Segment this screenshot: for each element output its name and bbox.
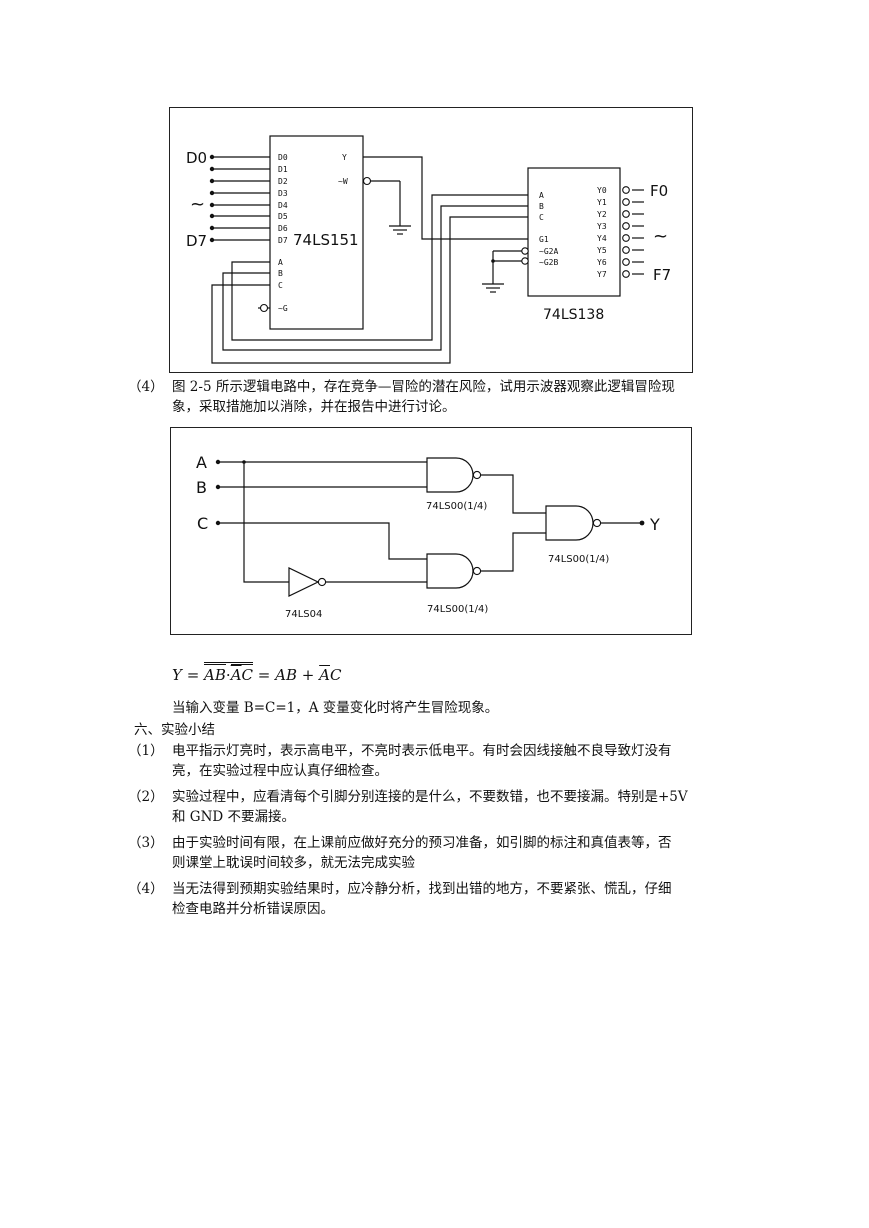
mux-pin-w: ~W <box>338 177 348 186</box>
dec-pin-g2a: ~G2A <box>539 247 558 256</box>
label-f7: F7 <box>653 266 671 284</box>
inverter-label: 74LS04 <box>285 609 322 620</box>
summary-item-1: （1） 电平指示灯亮时，表示高电平，不亮时表示低电平。有时会因线接触不良导致灯没有… <box>128 741 768 781</box>
item-number: （4） <box>128 881 164 897</box>
input-label-b: B <box>196 478 207 497</box>
item-line-2: 和 GND 不要漏接。 <box>172 809 296 825</box>
section-title-text: 六、实验小结 <box>134 722 215 738</box>
item-line-1: 实验过程中，应看清每个引脚分别连接的是什么，不要数错，也不要接漏。特别是+5V <box>172 789 688 805</box>
chip-74ls151 <box>269 135 364 330</box>
mux-chip-name: 74LS151 <box>293 231 359 249</box>
hazard-formula: Y = AB·AC = AB + AC <box>172 662 341 684</box>
item-line-2: 则课堂上耽误时间较多，就无法完成实验 <box>172 855 415 871</box>
circuit-diagram-mux-decoder: D0 D1 D2 D3 D4 D5 D6 D7 A B C ~G Y ~W A … <box>169 107 693 373</box>
section-title: 六、实验小结 <box>134 720 215 740</box>
paragraph-line-2: 象，采取措施加以消除，并在报告中进行讨论。 <box>172 399 456 415</box>
dec-pin-y2: Y2 <box>597 210 607 219</box>
formula-lhs: Y <box>172 666 182 684</box>
dec-pin-y1: Y1 <box>597 198 607 207</box>
item-line-1: 电平指示灯亮时，表示高电平，不亮时表示低电平。有时会因线接触不良导致灯没有 <box>172 743 672 759</box>
mux-pin-d6: D6 <box>278 224 288 233</box>
dec-pin-a: A <box>539 191 544 200</box>
item-line-2: 检查电路并分析错误原因。 <box>172 901 334 917</box>
mux-pin-d2: D2 <box>278 177 288 186</box>
mux-pin-d1: D1 <box>278 165 288 174</box>
nand-gate-output <box>545 505 594 541</box>
mux-pin-b: B <box>278 269 283 278</box>
hazard-note-text: 当输入变量 B=C=1，A 变量变化时将产生冒险现象。 <box>172 700 499 716</box>
circuit-diagram-nand-hazard: A B C Y 74LS00(1/4) 74LS00(1/4) 74LS00(1… <box>170 427 692 635</box>
label-tilde-right: ~ <box>653 226 668 247</box>
output-label-y: Y <box>649 515 660 534</box>
summary-item-4: （4） 当无法得到预期实验结果时，应冷静分析，找到出错的地方，不要紧张、慌乱，仔细… <box>128 879 768 919</box>
item-line-1: 由于实验时间有限，在上课前应做好充分的预习准备，如引脚的标注和真值表等，否 <box>172 835 672 851</box>
label-d7: D7 <box>186 232 207 250</box>
mux-pin-enable: ~G <box>278 304 288 313</box>
paragraph-number: （4） <box>128 379 164 395</box>
item-line-2: 亮，在实验过程中应认真仔细检查。 <box>172 763 388 779</box>
label-d0: D0 <box>186 149 207 167</box>
item-number: （1） <box>128 743 164 759</box>
item-line-1: 当无法得到预期实验结果时，应冷静分析，找到出错的地方，不要紧张、慌乱，仔细 <box>172 881 672 897</box>
formula-a-bar: A <box>230 666 242 684</box>
formula-term-ab-bar: AB <box>204 664 226 684</box>
formula-double-bar: AB·AC <box>204 662 254 684</box>
gate-label-bottom: 74LS00(1/4) <box>427 604 488 615</box>
chip-74ls138 <box>527 167 621 297</box>
dec-pin-y0: Y0 <box>597 186 607 195</box>
dec-pin-b: B <box>539 202 544 211</box>
mux-pin-d0: D0 <box>278 153 288 162</box>
nand-hazard-schematic: A B C Y 74LS00(1/4) 74LS00(1/4) 74LS00(1… <box>196 453 660 620</box>
mux-pin-c: C <box>278 281 283 290</box>
formula-plus: + <box>301 666 315 684</box>
item-number: （2） <box>128 789 164 805</box>
input-label-c: C <box>197 514 208 533</box>
formula-c-2: C <box>330 666 342 684</box>
gate-label-output: 74LS00(1/4) <box>548 554 609 565</box>
formula-term-ab: AB <box>275 666 298 684</box>
item-number: （3） <box>128 835 164 851</box>
mux-decoder-schematic: D0 D1 D2 D3 D4 D5 D6 D7 A B C ~G Y ~W A … <box>186 135 671 364</box>
formula-a-not: A <box>319 666 330 684</box>
mux-pin-d4: D4 <box>278 201 288 210</box>
paragraph-line-1: 图 2-5 所示逻辑电路中，存在竞争—冒险的潜在风险，试用示波器观察此逻辑冒险现 <box>172 379 675 395</box>
dec-pin-y4: Y4 <box>597 234 607 243</box>
summary-item-2: （2） 实验过程中，应看清每个引脚分别连接的是什么，不要数错，也不要接漏。特别是+… <box>128 787 768 827</box>
inverter-74ls04 <box>288 567 320 597</box>
mux-pin-y: Y <box>342 153 347 162</box>
label-tilde-left: ~ <box>190 194 205 215</box>
dec-pin-y6: Y6 <box>597 258 607 267</box>
formula-eq: = <box>186 666 200 684</box>
mux-pin-d5: D5 <box>278 212 288 221</box>
summary-item-3: （3） 由于实验时间有限，在上课前应做好充分的预习准备，如引脚的标注和真值表等，否… <box>128 833 768 873</box>
gate-label-top: 74LS00(1/4) <box>426 501 487 512</box>
dec-pin-c: C <box>539 213 544 222</box>
formula-term-ac-bar: AC <box>230 664 254 684</box>
label-f0: F0 <box>650 182 668 200</box>
dec-pin-y5: Y5 <box>597 246 607 255</box>
dec-pin-g2b: ~G2B <box>539 258 558 267</box>
dec-pin-g1: G1 <box>539 235 549 244</box>
formula-dot: · <box>225 666 231 684</box>
mux-pin-d3: D3 <box>278 189 288 198</box>
dec-pin-y7: Y7 <box>597 270 607 279</box>
mux-pin-d7: D7 <box>278 236 288 245</box>
formula-eq-2: = <box>257 666 271 684</box>
paragraph-4-intro: （4） 图 2-5 所示逻辑电路中，存在竞争—冒险的潜在风险，试用示波器观察此逻辑… <box>128 377 768 417</box>
decoder-chip-name: 74LS138 <box>543 307 604 323</box>
hazard-note: 当输入变量 B=C=1，A 变量变化时将产生冒险现象。 <box>172 698 498 718</box>
nand-gate-bottom <box>426 553 474 589</box>
mux-pin-a: A <box>278 258 283 267</box>
nand-gate-top <box>426 457 474 493</box>
dec-pin-y3: Y3 <box>597 222 607 231</box>
formula-c: C <box>241 666 254 684</box>
input-label-a: A <box>196 453 207 472</box>
